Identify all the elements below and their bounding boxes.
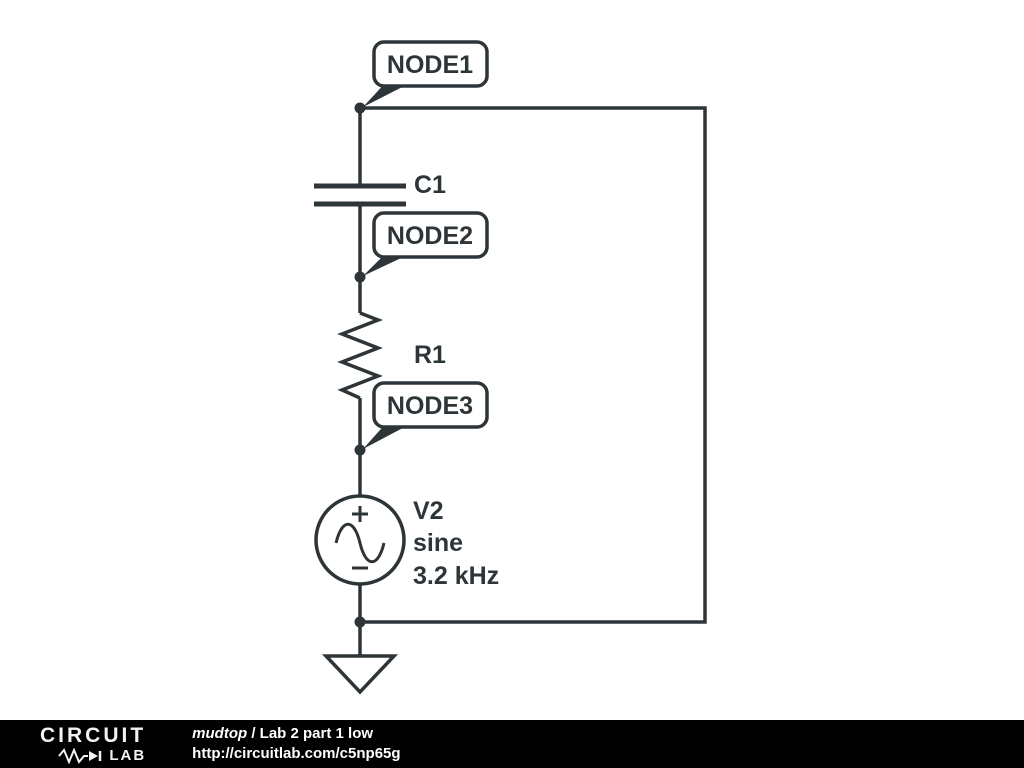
plus-sign-icon bbox=[352, 506, 368, 522]
footer-url-link[interactable]: http://circuitlab.com/c5np65g bbox=[192, 745, 401, 762]
capacitor-c1-label: C1 bbox=[414, 171, 446, 199]
sine-wave-icon bbox=[334, 522, 386, 564]
footer-separator: / bbox=[247, 724, 260, 742]
source-v2-type-label: sine bbox=[413, 529, 463, 557]
circuitlab-logo-text: CIRCUIT bbox=[40, 723, 147, 747]
node1-dot bbox=[354, 102, 366, 114]
node3-dot bbox=[354, 444, 366, 456]
node1-callout-label: NODE1 bbox=[387, 51, 473, 79]
footer-author: mudtop bbox=[192, 724, 248, 742]
capacitor-c1 bbox=[314, 183, 406, 207]
footer-circuit-title: Lab 2 part 1 low bbox=[259, 724, 374, 742]
resistor-r1-label: R1 bbox=[414, 341, 446, 369]
wire-right-loop bbox=[360, 106, 707, 624]
node2-callout: NODE2 bbox=[363, 211, 489, 276]
footer-bar: CIRCUIT LAB mudtop / Lab 2 part 1 low ht… bbox=[0, 720, 1024, 768]
node2-dot bbox=[354, 271, 366, 283]
source-v2-label: V2 bbox=[413, 497, 444, 525]
node3-callout-label: NODE3 bbox=[387, 392, 473, 420]
voltage-source-v2 bbox=[314, 494, 406, 586]
node-dots bbox=[354, 102, 366, 628]
circuitlab-logo: CIRCUIT LAB bbox=[40, 725, 146, 764]
resistor-logo-icon bbox=[58, 747, 102, 764]
node3-callout: NODE3 bbox=[363, 381, 489, 449]
resistor-r1 bbox=[337, 311, 383, 400]
node1-callout: NODE1 bbox=[363, 40, 489, 107]
node2-callout-label: NODE2 bbox=[387, 222, 473, 250]
footer-text-block: mudtop / Lab 2 part 1 low http://circuit… bbox=[192, 724, 400, 765]
bottom-node-dot bbox=[354, 616, 366, 628]
footer-title-line: mudtop / Lab 2 part 1 low bbox=[192, 724, 400, 744]
circuitlab-logo-lab-text: LAB bbox=[109, 747, 147, 764]
schematic-canvas: C1 R1 V2 sine 3.2 kHz bbox=[314, 40, 707, 695]
source-v2-freq-label: 3.2 kHz bbox=[413, 562, 499, 590]
ground-icon bbox=[321, 654, 399, 695]
